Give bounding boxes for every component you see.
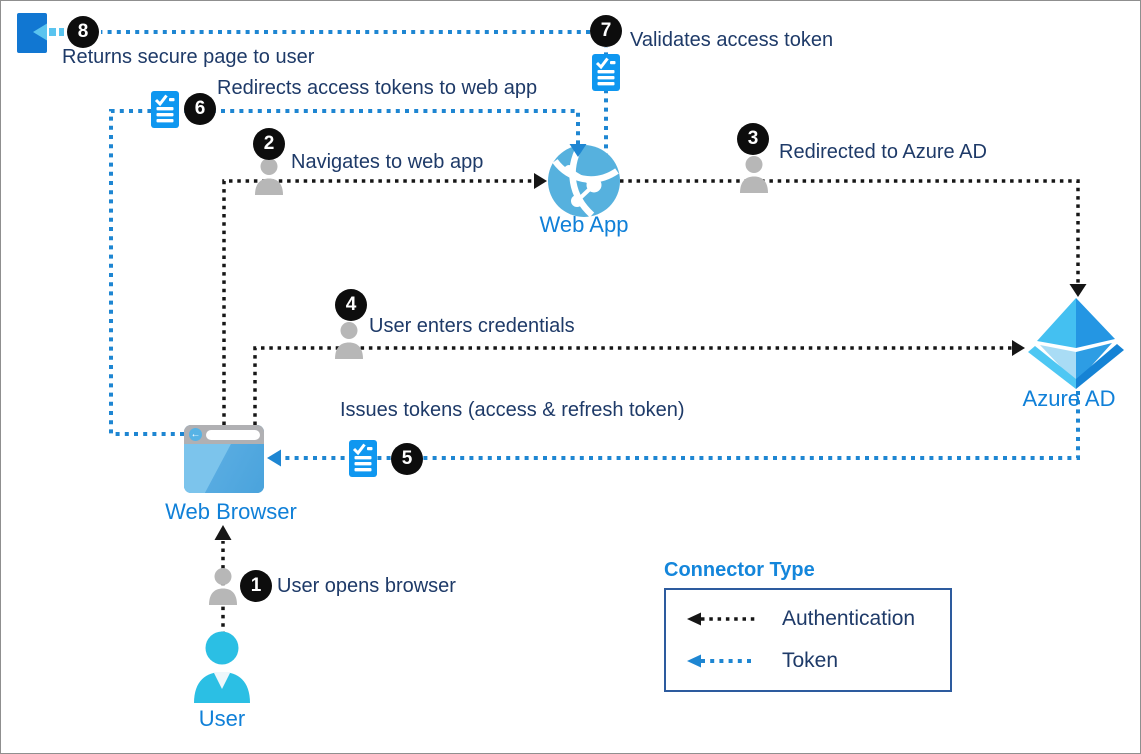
auth-line-step2 xyxy=(222,179,534,425)
step-badge-5: 5 xyxy=(391,443,423,475)
step-label-5: Issues tokens (access & refresh token) xyxy=(340,399,685,421)
web-browser-icon: ← xyxy=(184,425,264,493)
arrowhead-step4-right xyxy=(1012,340,1025,356)
token-icon xyxy=(349,440,377,477)
person-icon xyxy=(255,158,283,195)
token-arrow-icon xyxy=(687,654,756,668)
step-badge-7: 7 xyxy=(590,15,622,47)
step-badge-4: 4 xyxy=(335,289,367,321)
secure-page-icon xyxy=(17,13,47,53)
legend-row-authentication: Authentication xyxy=(684,607,950,631)
browser-body xyxy=(184,444,264,493)
browser-back-icon: ← xyxy=(189,428,202,441)
user-label: User xyxy=(198,706,246,731)
step-label-4: User enters credentials xyxy=(369,315,575,337)
web-browser-label: Web Browser xyxy=(165,499,297,524)
step-badge-3: 3 xyxy=(737,123,769,155)
step-badge-1: 1 xyxy=(240,570,272,602)
person-icon xyxy=(335,322,363,359)
legend-title: Connector Type xyxy=(664,559,815,581)
azure-ad-label: Azure AD xyxy=(1022,386,1116,411)
user-icon xyxy=(194,631,250,703)
legend-label-token: Token xyxy=(782,649,839,672)
step-badge-8: 8 xyxy=(67,16,99,48)
person-icon xyxy=(209,568,237,605)
step-label-7: Validates access token xyxy=(630,29,834,51)
arrowhead-step5-left xyxy=(267,449,281,467)
browser-address-bar xyxy=(206,429,260,440)
step-label-1: User opens browser xyxy=(277,575,456,597)
step-badge-2: 2 xyxy=(253,128,285,160)
person-icon xyxy=(740,156,768,193)
step-label-6: Redirects access tokens to web app xyxy=(217,77,538,99)
browser-titlebar: ← xyxy=(184,425,264,444)
step-label-2: Navigates to web app xyxy=(291,151,484,173)
web-app-label: Web App xyxy=(539,212,629,237)
step-label-3: Redirected to Azure AD xyxy=(779,141,987,163)
auth-line-step3 xyxy=(620,179,1080,285)
step-label-8: Returns secure page to user xyxy=(62,46,315,68)
legend-label-authentication: Authentication xyxy=(782,607,916,630)
legend-box: Authentication Token xyxy=(664,588,952,692)
web-app-icon xyxy=(548,144,620,218)
token-icon xyxy=(592,54,620,91)
token-icon xyxy=(151,91,179,128)
arrowhead-step1-up xyxy=(214,525,232,540)
step-badge-6: 6 xyxy=(184,93,216,125)
azure-ad-icon xyxy=(1028,298,1124,389)
authentication-arrow-icon xyxy=(687,612,756,626)
arrowhead-step2-right xyxy=(534,173,547,189)
legend-row-token: Token xyxy=(684,649,950,673)
